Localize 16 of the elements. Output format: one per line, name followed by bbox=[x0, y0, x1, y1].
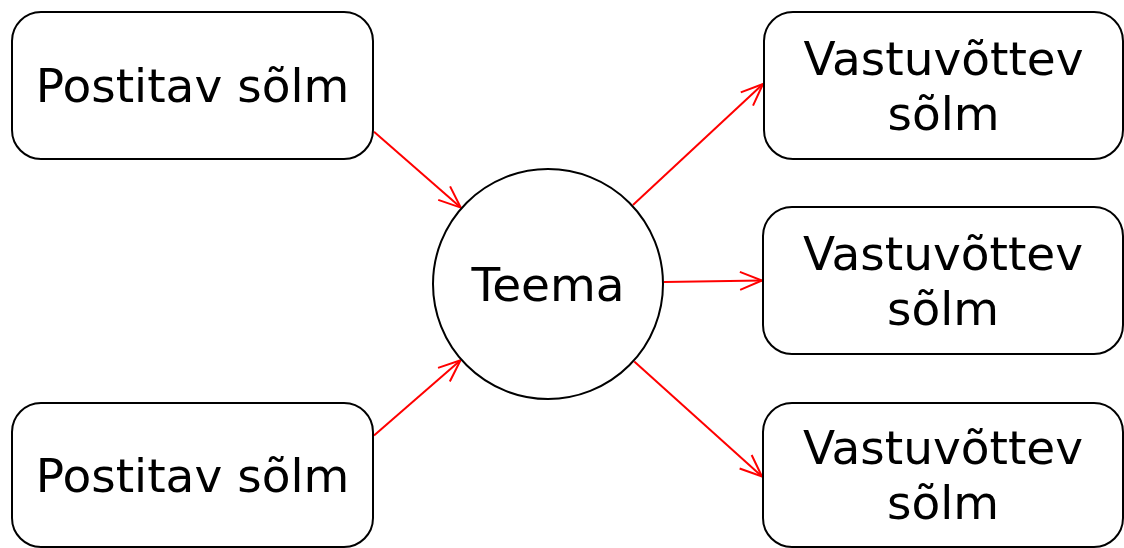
node-box bbox=[762, 206, 1124, 355]
node-label: Postitav sõlm bbox=[35, 447, 350, 503]
node-label: Vastuvõttev sõlm bbox=[801, 225, 1085, 336]
node-box bbox=[763, 11, 1124, 160]
node-box bbox=[11, 11, 374, 160]
arrow bbox=[633, 360, 763, 478]
node-box bbox=[11, 402, 374, 548]
arrow bbox=[373, 359, 462, 437]
node-label: Vastuvõttev sõlm bbox=[802, 30, 1085, 141]
node-label: Teema bbox=[471, 256, 625, 312]
arrow bbox=[663, 270, 763, 291]
arrow bbox=[373, 130, 462, 209]
node-label: Postitav sõlm bbox=[35, 58, 350, 113]
arrow bbox=[631, 83, 764, 206]
node-box bbox=[762, 402, 1124, 548]
node-label: Vastuvõttev sõlm bbox=[801, 420, 1085, 530]
